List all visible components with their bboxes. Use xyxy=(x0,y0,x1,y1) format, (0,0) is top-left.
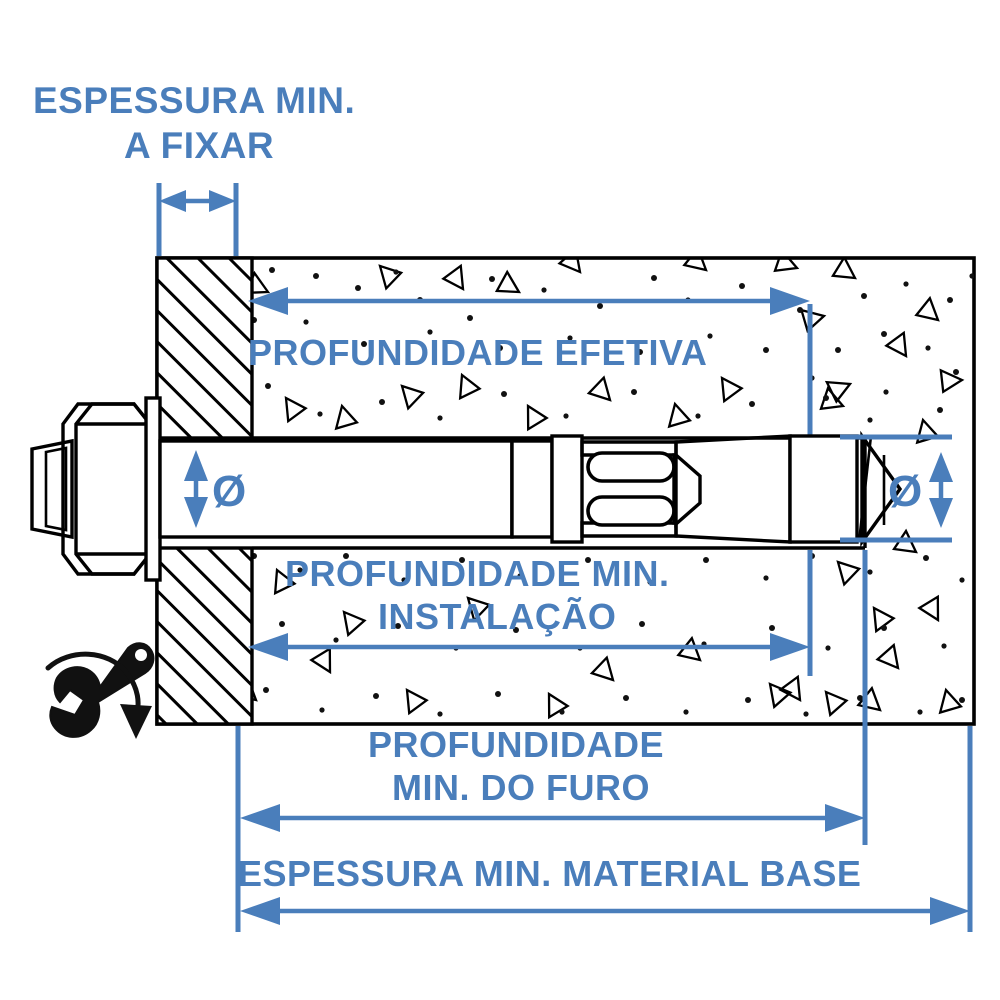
hatched-fixture-plate xyxy=(155,256,254,726)
label-fixture-thickness-line1: ESPESSURA MIN. xyxy=(33,80,355,121)
label-diameter-right: Ø xyxy=(888,467,923,516)
sleeve-clip-upper xyxy=(586,451,676,483)
double-headed-arrow-icon xyxy=(159,190,236,212)
label-min-hole-depth-line1: PROFUNDIDADE xyxy=(368,724,664,765)
dimension-diameter-left: Ø xyxy=(184,450,247,528)
label-min-install-depth-line2: INSTALAÇÃO xyxy=(378,595,616,637)
label-min-hole-depth-line2: MIN. DO FURO xyxy=(392,767,650,808)
washer-plate xyxy=(144,396,162,582)
label-min-base-material-thickness: ESPESSURA MIN. MATERIAL BASE xyxy=(238,853,861,894)
expansion-sleeve xyxy=(550,434,702,544)
double-headed-arrow-icon xyxy=(929,452,953,528)
curved-rotation-arrow-icon xyxy=(45,651,152,739)
dimension-fixture-thickness xyxy=(156,183,239,256)
label-fixture-thickness-line2: A FIXAR xyxy=(124,125,274,166)
dimension-min-hole-depth xyxy=(235,550,868,845)
dimension-diameter-right: Ø xyxy=(840,434,953,543)
label-diameter-left: Ø xyxy=(212,467,247,516)
dimension-min-install-depth xyxy=(248,550,813,676)
concrete-speckle-dots xyxy=(251,267,974,717)
cone-tip xyxy=(674,430,903,548)
dimension-effective-depth xyxy=(248,287,813,436)
wrench-icon xyxy=(49,642,155,738)
label-effective-depth: PROFUNDIDADE EFETIVA xyxy=(248,332,707,373)
anchor-bolt-assembly xyxy=(30,396,903,582)
anchor-stud-end xyxy=(30,438,74,540)
sleeve-clip-lower xyxy=(586,495,676,527)
anchor-shank xyxy=(158,439,554,539)
concrete-aggregate-texture xyxy=(199,258,974,724)
cone-collar xyxy=(788,434,859,544)
label-min-install-depth-line1: PROFUNDIDADE MIN. xyxy=(285,553,670,594)
dimension-min-base-material-thickness xyxy=(235,726,973,932)
double-headed-arrow-icon xyxy=(184,450,208,528)
